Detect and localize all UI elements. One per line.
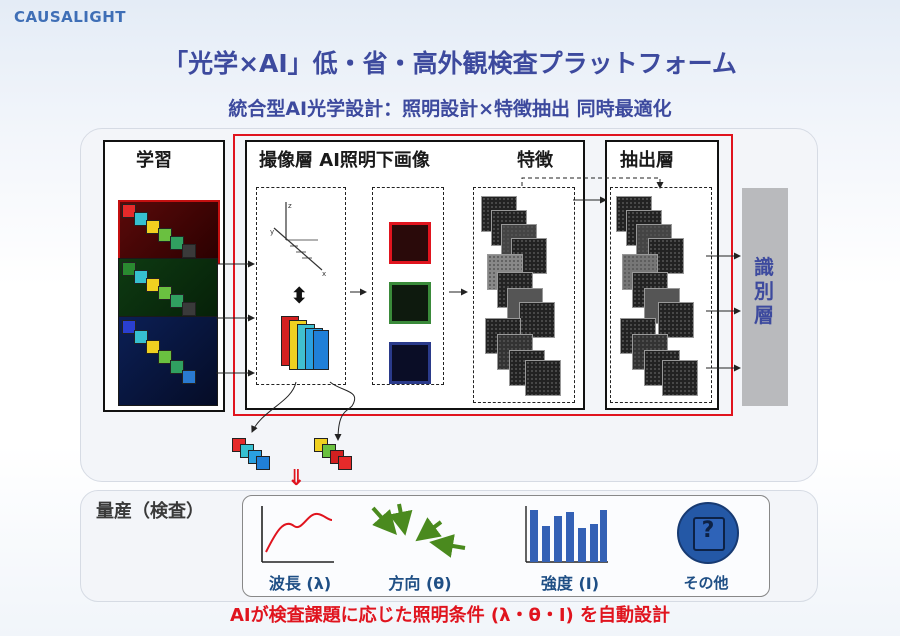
intensity-bars-icon bbox=[525, 506, 608, 563]
ai-optics-region bbox=[233, 134, 733, 416]
brand-logo-text: CAUSALIGHT bbox=[14, 8, 126, 26]
learning-stack-green bbox=[118, 258, 218, 320]
illuminated-images-box bbox=[372, 187, 444, 385]
blue-illuminated-image bbox=[389, 342, 431, 384]
page-title: 「光学×AI」低・省・高外観検査プラットフォーム bbox=[163, 49, 737, 78]
exported-illumination-left bbox=[232, 438, 272, 470]
axis-diagram: z y x bbox=[270, 202, 326, 278]
question-mark: ? bbox=[701, 518, 715, 543]
learning-stack-blue bbox=[118, 316, 218, 406]
direction-label: 方向 (θ) bbox=[388, 574, 452, 593]
wavelength-label: 波長 (λ) bbox=[268, 574, 332, 593]
extraction-map-stack bbox=[614, 192, 706, 398]
axis-letter-x: x bbox=[322, 270, 326, 278]
axis-letter-z: z bbox=[288, 202, 292, 210]
imaging-layer-label: 撮像層 AI照明下画像 bbox=[259, 150, 430, 171]
learning-label: 学習 bbox=[136, 150, 172, 171]
page-subtitle: 統合型AI光学設計：照明設計×特徴抽出 同時最適化 bbox=[228, 98, 672, 120]
feature-label: 特徴 bbox=[517, 150, 553, 171]
footer-caption: AIが検査課題に応じた照明条件 (λ・θ・I) を自動設計 bbox=[229, 605, 671, 626]
learning-stack-red bbox=[118, 200, 220, 264]
red-illuminated-image bbox=[389, 222, 431, 264]
feature-map-stack bbox=[479, 192, 569, 398]
question-icon: ? bbox=[677, 502, 739, 564]
feature-maps-box bbox=[473, 187, 575, 403]
classification-layer-label: 識別層 bbox=[754, 255, 774, 327]
classification-layer-bar bbox=[742, 188, 788, 406]
production-label: 量産（検査） bbox=[96, 501, 204, 522]
down-arrow-icon: ⇓ bbox=[287, 466, 306, 491]
exported-illumination-right bbox=[314, 438, 354, 470]
other-label: その他 bbox=[683, 574, 729, 592]
illumination-layer-stack bbox=[281, 316, 331, 370]
direction-arrows-icon bbox=[371, 503, 466, 558]
illumination-design-box bbox=[256, 187, 346, 385]
intensity-label: 強度 (I) bbox=[540, 574, 600, 593]
question-inner-box bbox=[693, 517, 725, 551]
wavelength-curve-icon bbox=[261, 506, 334, 563]
extraction-layer-label: 抽出層 bbox=[620, 150, 674, 171]
bidirectional-arrow-icon: ⬍ bbox=[290, 284, 309, 309]
axis-letter-y: y bbox=[270, 228, 274, 236]
green-illuminated-image bbox=[389, 282, 431, 324]
